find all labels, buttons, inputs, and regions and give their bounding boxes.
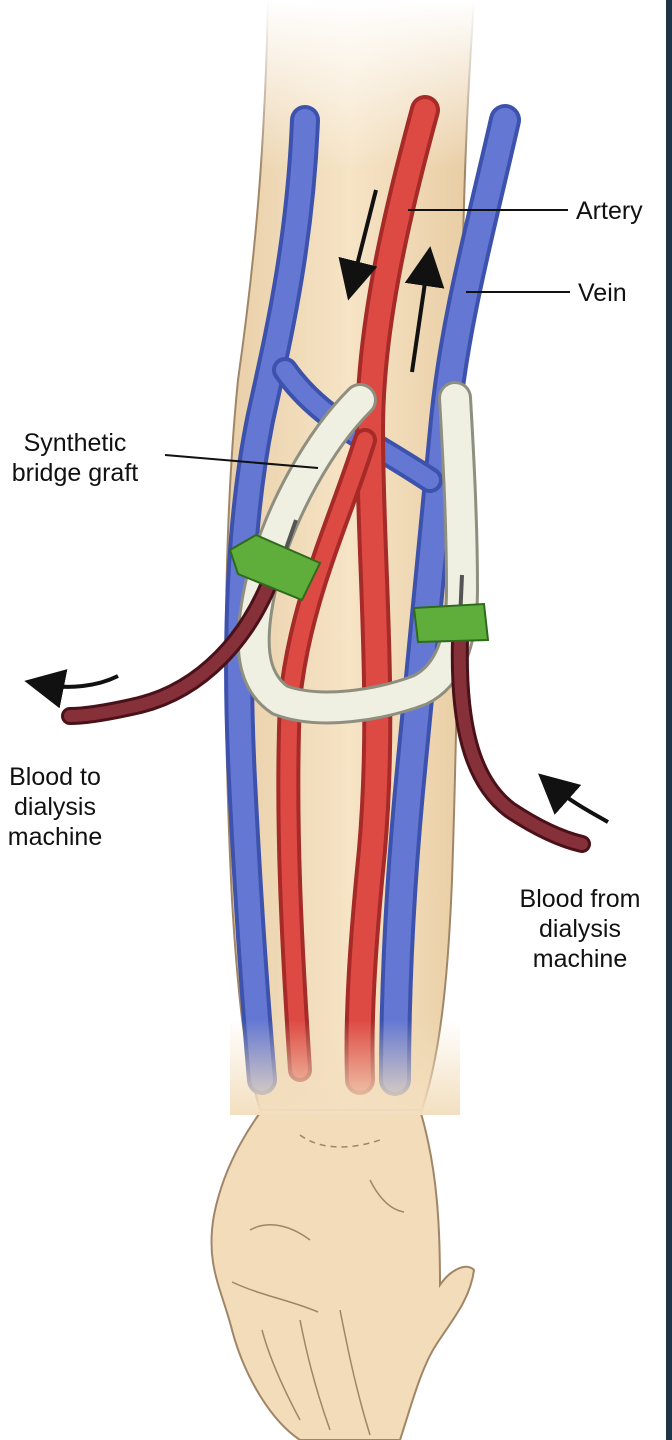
label-from-line3: machine (490, 944, 670, 974)
label-graft-line1: Synthetic (0, 428, 170, 458)
label-blood-to-machine: Blood to dialysis machine (0, 762, 130, 852)
label-graft: Synthetic bridge graft (0, 428, 170, 488)
label-graft-line2: bridge graft (0, 458, 170, 488)
label-from-line1: Blood from (490, 884, 670, 914)
arrow-to-machine (40, 676, 118, 687)
label-to-line3: machine (0, 822, 130, 852)
label-blood-from-machine: Blood from dialysis machine (490, 884, 670, 974)
hand-shape (211, 1110, 474, 1440)
right-edge-bar (666, 0, 672, 1440)
clamp-right (414, 604, 488, 642)
label-from-line2: dialysis (490, 914, 670, 944)
label-artery: Artery (576, 196, 643, 226)
top-fade (230, 0, 490, 170)
label-to-line2: dialysis (0, 792, 130, 822)
label-to-line1: Blood to (0, 762, 130, 792)
label-vein: Vein (578, 278, 627, 308)
arrow-from-machine (550, 784, 608, 822)
